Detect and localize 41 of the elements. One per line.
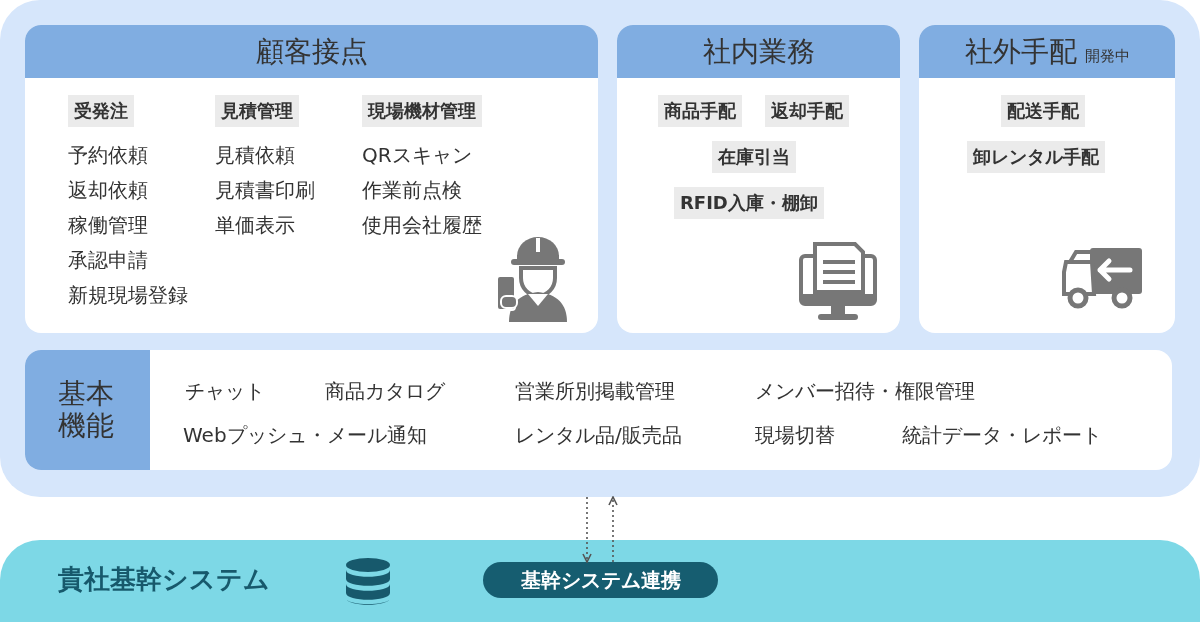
card-title: 社外手配 xyxy=(964,33,1077,70)
feature-text: 営業所別掲載管理 xyxy=(515,379,675,403)
feature-text: 商品カタログ xyxy=(325,379,445,403)
card-title: 顧客接点 xyxy=(255,33,368,70)
dotted-arrow xyxy=(582,496,592,563)
tag-label: 配送手配 xyxy=(1001,95,1085,127)
feature-text: レンタル品/販売品 xyxy=(515,423,682,447)
feature-text: 稼働管理 xyxy=(68,213,148,237)
feature-text: 新規現場登録 xyxy=(68,283,188,307)
feature-text: QRスキャン xyxy=(362,143,472,167)
feature-text: 見積書印刷 xyxy=(215,178,315,202)
tag-label: 卸レンタル手配 xyxy=(967,141,1105,173)
tag-label: 在庫引当 xyxy=(712,141,796,173)
dotted-arrow xyxy=(608,496,618,563)
category-card xyxy=(617,25,900,333)
feature-text: チャット xyxy=(185,379,265,403)
feature-text: 作業前点検 xyxy=(362,178,462,202)
category-card xyxy=(25,25,598,333)
tag-label: 見積管理 xyxy=(215,95,299,127)
feature-text: 承認申請 xyxy=(68,248,148,272)
system-bar xyxy=(0,540,1200,622)
tag-label: RFID入庫・棚卸 xyxy=(674,187,824,219)
card-title: 社内業務 xyxy=(702,33,815,70)
tag-label: 受発注 xyxy=(68,95,134,127)
feature-text: 返却依頼 xyxy=(68,178,148,202)
system-title: 貴社基幹システム xyxy=(58,563,270,596)
tag-label: 商品手配 xyxy=(658,95,742,127)
feature-text: メンバー招待・権限管理 xyxy=(755,379,975,403)
tag-label: 返却手配 xyxy=(765,95,849,127)
pill-label: 基幹システム連携 xyxy=(483,562,718,598)
feature-text: 単価表示 xyxy=(215,213,295,237)
tag-label: 現場機材管理 xyxy=(362,95,482,127)
feature-text: 現場切替 xyxy=(755,423,835,447)
feature-text: 統計データ・レポート xyxy=(902,423,1102,447)
status-note: 開発中 xyxy=(1084,47,1130,66)
outer-panel xyxy=(0,0,1200,497)
category-card xyxy=(919,25,1175,333)
feature-text: Webプッシュ・メール通知 xyxy=(183,423,427,447)
feature-card xyxy=(25,350,1172,470)
feature-text: 使用会社履歴 xyxy=(362,213,482,237)
section-title: 基本機能 xyxy=(58,377,116,443)
